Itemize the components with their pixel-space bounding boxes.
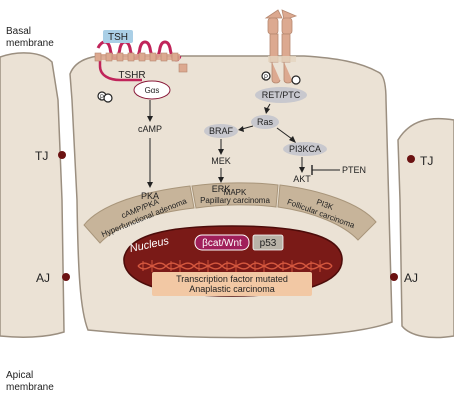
ras-label: Ras bbox=[257, 117, 274, 127]
aj-left-label: AJ bbox=[36, 271, 50, 285]
p53-label: p53 bbox=[260, 238, 277, 249]
tshr-label: TSHR bbox=[118, 70, 145, 81]
pka-label: PKA bbox=[141, 191, 159, 201]
arc-band-camp bbox=[83, 185, 195, 244]
left-cell bbox=[0, 52, 65, 338]
phospho-left: P bbox=[97, 91, 113, 103]
bcat-wnt-label: βcat/Wnt bbox=[202, 238, 242, 249]
transcription-factor-line1: Transcription factor mutated bbox=[176, 274, 288, 284]
tight-junction-right bbox=[407, 155, 415, 163]
akt-label: AKT bbox=[293, 174, 311, 184]
braf-pill bbox=[204, 124, 238, 138]
tj-right-label: TJ bbox=[420, 154, 433, 168]
aj-right-label: AJ bbox=[404, 271, 418, 285]
arc-band-mapk bbox=[191, 182, 279, 209]
svg-text:P: P bbox=[100, 95, 104, 101]
camp-label: cAMP bbox=[138, 124, 162, 134]
dna-helix bbox=[137, 260, 333, 272]
ret-ptc-label: RET/PTC bbox=[262, 90, 301, 100]
transcription-factor-line2: Anaplastic carcinoma bbox=[189, 284, 275, 294]
p53-box bbox=[252, 234, 284, 251]
arc-band-pi3k bbox=[277, 184, 377, 241]
pten-label: PTEN bbox=[342, 165, 366, 175]
pathway-arrows bbox=[147, 100, 340, 188]
adherens-junction-left bbox=[62, 273, 70, 281]
right-cell bbox=[397, 117, 454, 339]
bcat-wnt-box bbox=[194, 234, 250, 251]
mek-label: MEK bbox=[211, 156, 231, 166]
erk-label: ERK bbox=[212, 184, 231, 194]
galpha-s-label: Gαs bbox=[145, 86, 160, 95]
arc-mapk-line1: MAPK bbox=[224, 188, 247, 197]
basal-membrane-line2: membrane bbox=[6, 38, 54, 49]
tsh-box bbox=[103, 30, 133, 43]
ras-pill bbox=[251, 115, 279, 129]
arc-mapk-line2: Papillary carcinoma bbox=[200, 196, 270, 205]
braf-label: BRAF bbox=[209, 126, 234, 136]
pi3kca-label: PI3KCA bbox=[289, 144, 321, 154]
phospho-right: P bbox=[261, 71, 301, 85]
tight-junction-left bbox=[58, 151, 66, 159]
pathway-arc-bands bbox=[83, 182, 377, 244]
adherens-junction-right bbox=[390, 273, 398, 281]
apical-membrane-line1: Apical bbox=[6, 370, 33, 381]
basal-membrane-line1: Basal bbox=[6, 26, 31, 37]
tshr-receptor bbox=[94, 40, 188, 82]
svg-text:P: P bbox=[264, 75, 268, 81]
tsh-label: TSH bbox=[108, 32, 128, 43]
transcription-factor-box bbox=[152, 272, 312, 296]
ret-ptc-pill bbox=[255, 87, 307, 103]
tj-left-label: TJ bbox=[35, 149, 48, 163]
pi3kca-pill bbox=[283, 142, 327, 156]
apical-membrane-line2: membrane bbox=[6, 382, 54, 393]
galpha-s-oval bbox=[133, 80, 171, 100]
